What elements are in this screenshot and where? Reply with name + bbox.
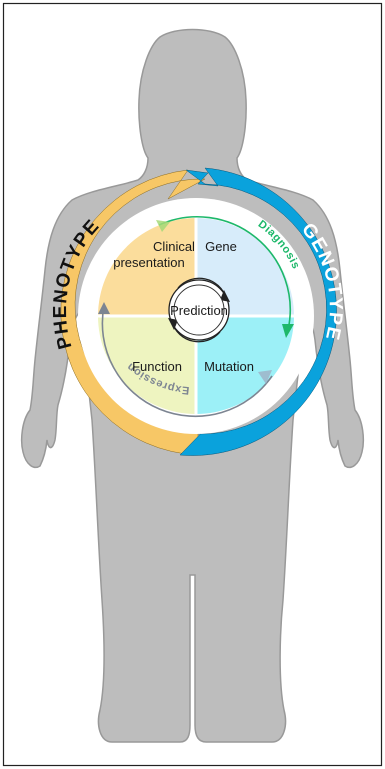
- label-function: Function: [132, 359, 182, 374]
- label-clinical-line-2: presentation: [113, 255, 185, 270]
- label-gene: Gene: [205, 239, 237, 254]
- label-mutation: Mutation: [204, 359, 254, 374]
- label-clinical-line-1: Clinical: [153, 239, 195, 254]
- prediction-label: Prediction: [170, 303, 228, 318]
